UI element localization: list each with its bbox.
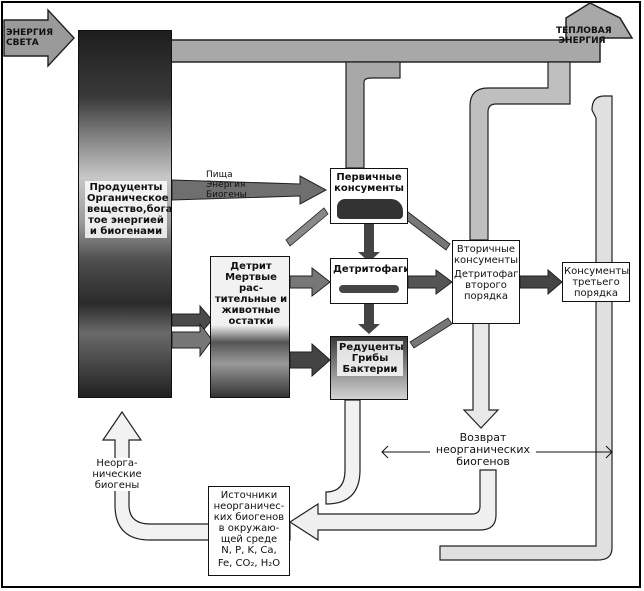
detritivores-box: Детритофаги — [330, 258, 408, 304]
second-order-detritivores-label: Детритофаги второго порядка — [454, 269, 520, 302]
food-label: Пища Энергия Биогены — [206, 170, 266, 200]
detritus-box: Детрит Мертвые рас- тительные и животные… — [210, 256, 290, 398]
sources-label: Источники неорганичес- ких биогенов в ок… — [213, 490, 285, 545]
producers-panel: Продуценты Органическое вещество,бога- т… — [78, 30, 172, 398]
reducers-label: Редуценты Грибы Бактерии — [337, 341, 404, 376]
tertiary-consumers-label: Консументы третьего порядка — [564, 266, 630, 299]
food-line-nutrients: Биогены — [206, 190, 247, 200]
producers-label: Продуценты Органическое вещество,бога- т… — [85, 181, 172, 238]
light-energy-arrow — [3, 8, 75, 68]
heat-energy-label: ТЕПЛОВАЯ ЭНЕРГИЯ — [556, 26, 612, 46]
worms-image — [339, 285, 399, 293]
return-nutrients-label: Возврат неорганических биогенов — [430, 432, 536, 468]
primary-consumers-box: Первичные консументы — [330, 168, 408, 224]
sources-box: Источники неорганичес- ких биогенов в ок… — [208, 486, 290, 576]
return-channels — [101, 61, 613, 561]
heat-energy-flow — [169, 2, 634, 169]
secondary-consumers-label: Вторичные консументы — [454, 244, 519, 266]
primary-consumers-label: Первичные консументы — [334, 172, 404, 194]
detritus-label: Детрит Мертвые рас- тительные и животные… — [214, 261, 288, 327]
tertiary-consumers-box: Консументы третьего порядка — [562, 262, 630, 302]
food-line-food: Пища — [206, 170, 233, 180]
detritus-image — [211, 257, 289, 397]
light-energy-label: ЭНЕРГИЯ СВЕТА — [6, 28, 54, 48]
detritivores-label: Детритофаги — [333, 264, 408, 275]
reducers-box: Редуценты Грибы Бактерии — [330, 336, 408, 400]
elements-line-1: N, P, K, Ca, — [221, 545, 277, 556]
secondary-consumers-box: Вторичные консументы Детритофаги второго… — [452, 240, 520, 324]
elements-line-2: Fe, CO₂, H₂O — [217, 558, 281, 569]
inorganic-nutrients-label: Неорга- нические биогены — [84, 458, 150, 491]
food-line-energy: Энергия — [206, 180, 246, 190]
animals-image — [337, 199, 403, 219]
